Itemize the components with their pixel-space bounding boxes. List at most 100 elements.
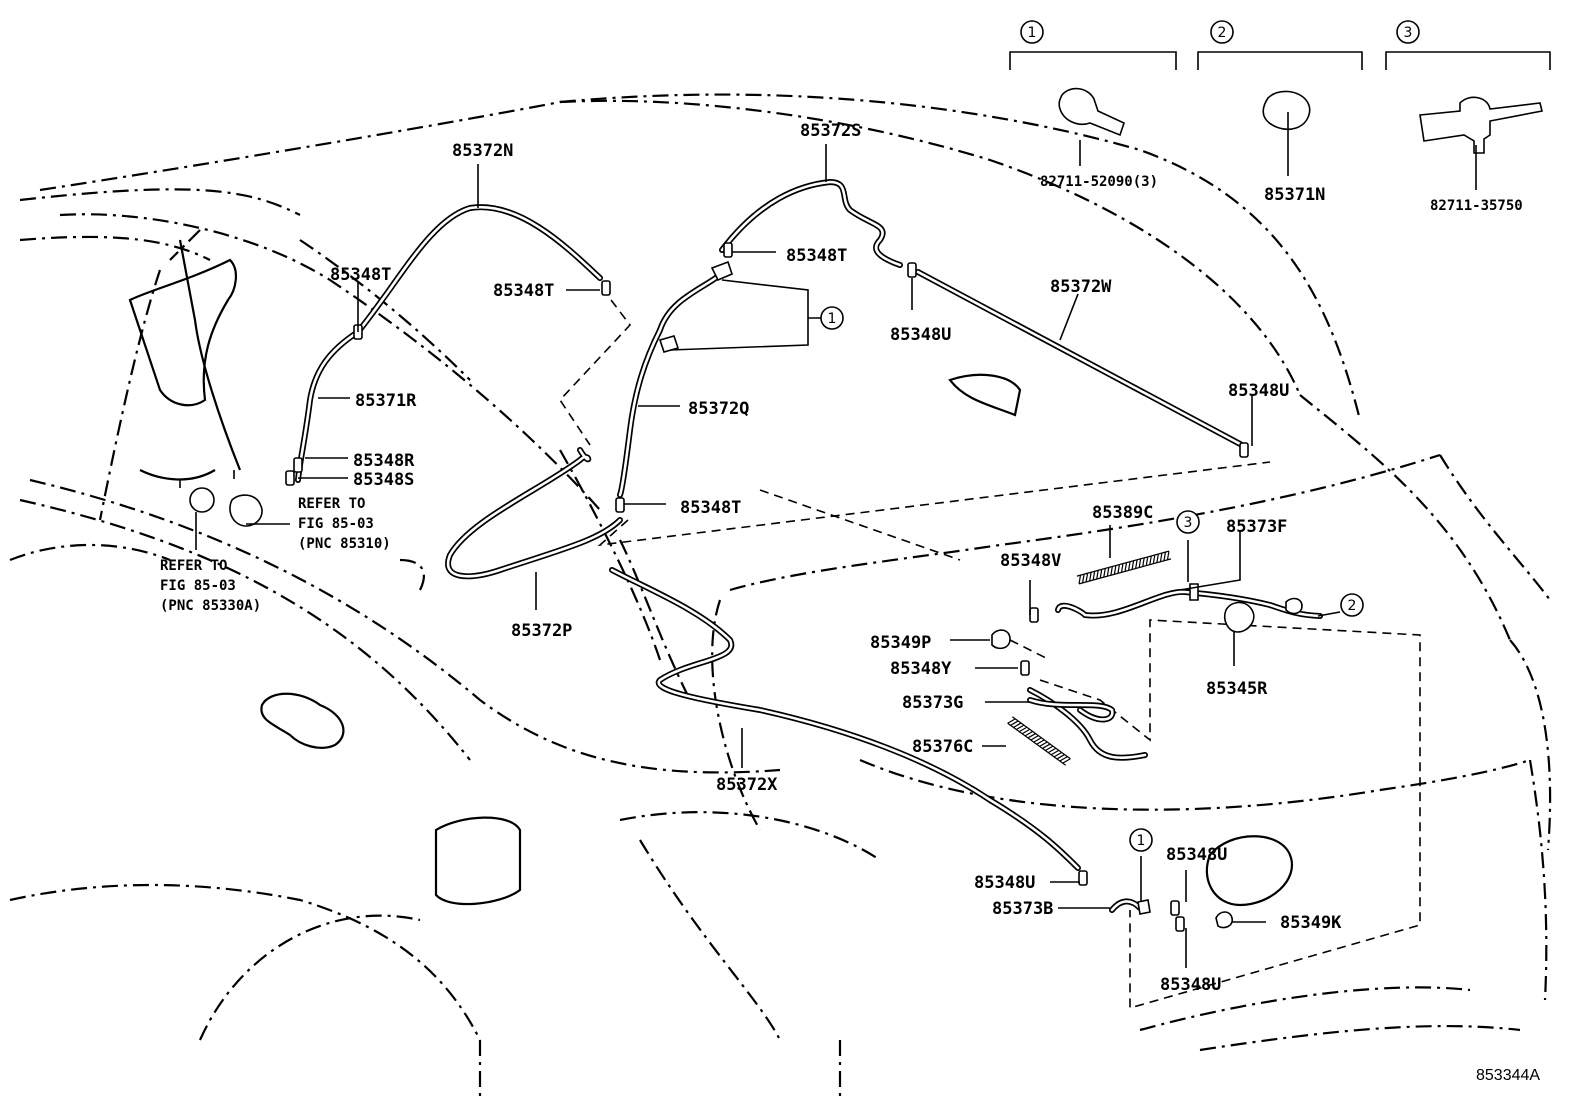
illustration-code: 853344A	[1476, 1067, 1540, 1084]
body-line	[98, 269, 162, 521]
circled-number-legend-1: 1	[1020, 20, 1044, 44]
assembly-line	[558, 287, 632, 446]
clip-85371N-illustration	[1262, 90, 1311, 131]
part-label-85376c: 85376C	[912, 737, 973, 757]
nozzle-85310	[229, 494, 263, 527]
leader-line	[1317, 611, 1341, 617]
part-label-85372q: 85372Q	[688, 399, 749, 419]
body-line	[1199, 1024, 1521, 1052]
body-line	[711, 599, 761, 831]
vehicle-body-outline	[9, 93, 1552, 1099]
body-line	[559, 99, 1302, 396]
body-line	[169, 229, 201, 261]
legend-bracket	[1197, 51, 1363, 70]
joint-85348R	[293, 457, 303, 473]
protector-85389C	[1076, 550, 1172, 585]
body-line	[1299, 394, 1512, 641]
part-label-85373b: 85373B	[992, 899, 1053, 919]
part-label-85373f: 85373F	[1226, 517, 1287, 537]
part-label-85348t-d: 85348T	[680, 498, 741, 518]
part-label-85348u-d: 85348U	[1166, 845, 1227, 865]
joint-85348T	[615, 497, 625, 513]
hose-85372P	[445, 447, 623, 580]
part-label-85348u-a: 85348U	[890, 325, 951, 345]
joint-85348V	[1029, 607, 1039, 623]
part-label-85348u-e: 85348U	[1160, 975, 1221, 995]
leader-line	[1059, 293, 1079, 341]
hose-85372Q	[617, 272, 723, 498]
circled-number-clip-3: 3	[1176, 510, 1200, 534]
protector-85376C	[1007, 716, 1071, 766]
clip-2-middle	[1285, 597, 1303, 615]
body-line	[198, 914, 421, 1041]
joint-85348T	[601, 280, 611, 296]
clip-82711-35750-illustration	[1419, 96, 1543, 154]
circled-number-clip-1-upper: 1	[820, 306, 844, 330]
part-label-85372x: 85372X	[716, 775, 778, 795]
svg-text:2: 2	[1348, 598, 1357, 614]
body-line	[19, 498, 471, 761]
body-line	[859, 758, 1531, 811]
part-label-85348t-b: 85348T	[493, 281, 554, 301]
part-label-82711-52090: 82711-52090(3)	[1040, 174, 1158, 190]
body-line	[19, 188, 301, 216]
legend-bracket	[1009, 51, 1177, 70]
legend-bracket	[1385, 51, 1551, 70]
body-line	[299, 239, 471, 381]
joint-85348Y	[1020, 660, 1030, 676]
part-label-85348u-b: 85348U	[1228, 381, 1289, 401]
part-label-85348v: 85348V	[1000, 551, 1061, 571]
svg-text:3: 3	[1404, 25, 1413, 41]
body-line	[559, 449, 662, 661]
part-label-82711-35750: 82711-35750	[1430, 198, 1523, 214]
part-label-85371r: 85371R	[355, 391, 417, 411]
joint-85348U	[1239, 442, 1249, 458]
part-label-85373g: 85373G	[902, 693, 963, 713]
body-line	[9, 543, 171, 562]
circled-number-legend-3: 3	[1396, 20, 1420, 44]
hose-85372W	[915, 269, 1245, 448]
body-line	[1439, 454, 1551, 601]
svg-text:1: 1	[1137, 833, 1146, 849]
clip-82711-52090-illustration	[1058, 87, 1125, 137]
body-line	[39, 93, 1362, 421]
body-line	[19, 235, 211, 261]
part-label-85372s: 85372S	[800, 121, 861, 141]
part-label-85348r: 85348R	[353, 451, 415, 471]
circled-reference-numbers: 1 2 3 1 3 2 1	[820, 20, 1420, 852]
part-number-labels: 85372N 85348T 85348T 85348T 85348T 85372S 8534…	[330, 121, 1523, 995]
check-valve-85349K	[1215, 911, 1234, 929]
hose-85373F	[1055, 588, 1323, 619]
joint-85348U	[1170, 900, 1180, 916]
leader-line	[1179, 530, 1241, 591]
check-valve-85349P	[991, 629, 1011, 650]
body-line	[619, 539, 691, 701]
hose-85372X	[609, 567, 1081, 871]
clip-85345R	[1223, 601, 1255, 633]
svg-text:3: 3	[1184, 515, 1193, 531]
part-label-85372n: 85372N	[452, 141, 513, 161]
part-label-85345r: 85345R	[1206, 679, 1268, 699]
svg-text:2: 2	[1218, 25, 1227, 41]
hose-85373G	[1027, 687, 1148, 761]
part-label-85372p: 85372P	[511, 621, 572, 641]
body-line	[619, 811, 881, 861]
joint-85348U	[1175, 916, 1185, 932]
clip-1-lower	[1137, 899, 1151, 915]
part-label-85348t-c: 85348T	[786, 246, 847, 266]
hose-85373G-b	[1027, 697, 1116, 723]
body-line	[1509, 639, 1552, 851]
clip-1-upper	[658, 260, 733, 353]
part-label-85349p: 85349P	[870, 633, 931, 653]
body-detail	[1205, 835, 1293, 907]
part-label-85372w: 85372W	[1050, 277, 1112, 297]
joint-85348T	[723, 242, 733, 258]
part-label-85348t-a: 85348T	[330, 265, 391, 285]
grommet-85330A	[189, 487, 215, 513]
joint-85348U	[1078, 870, 1088, 886]
part-label-85349k: 85349K	[1280, 913, 1342, 933]
